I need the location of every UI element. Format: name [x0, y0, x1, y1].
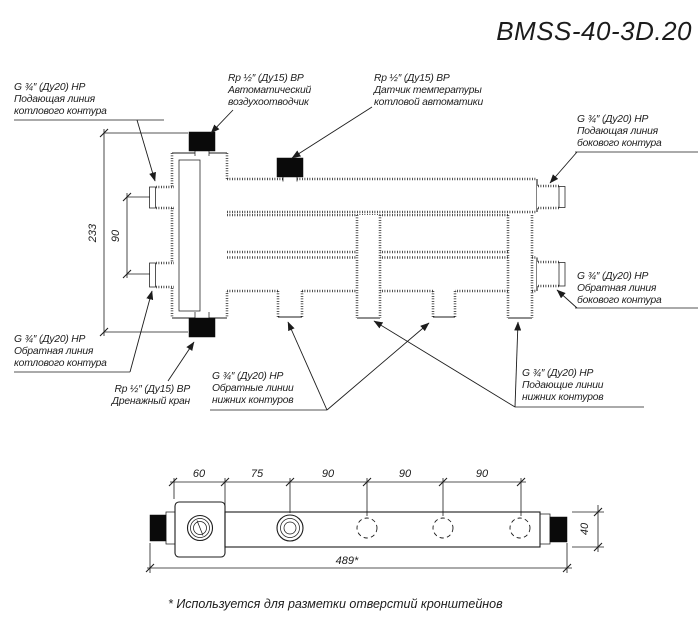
end-stub-right	[539, 513, 568, 545]
dim-segment-5: 90	[476, 468, 489, 480]
leader-drain	[167, 341, 195, 382]
label-boiler-return-line-3: котлового контура	[14, 358, 107, 369]
dim-segment-2: 75	[251, 468, 264, 480]
label-air-vent-line-1: Rp ½″ (Ду15) ВР	[228, 73, 304, 84]
label-air-vent-line-3: воздухоотводчик	[228, 97, 310, 108]
label-lower-supply-line-3: нижних контуров	[522, 392, 604, 403]
manifold-plan-bar	[224, 511, 541, 548]
dim-total-height-value: 233	[87, 223, 99, 243]
connector-1	[355, 215, 382, 319]
label-lower-supply-line-1: G ¾″ (Ду20) НР	[522, 368, 593, 379]
dim-segment-4: 90	[399, 468, 412, 480]
label-boiler-return: G ¾″ (Ду20) НР Обратная линия котлового …	[14, 334, 107, 369]
label-lower-supply: G ¾″ (Ду20) НР Подающие линии нижних кон…	[522, 368, 604, 403]
front-view: 233 90	[14, 73, 698, 411]
hole-circle-3	[509, 517, 531, 539]
port-circle-2	[276, 514, 304, 542]
leader-temp-sensor	[291, 106, 373, 159]
label-boiler-return-line-1: G ¾″ (Ду20) НР	[14, 334, 85, 345]
label-side-supply: G ¾″ (Ду20) НР Подающая линия бокового к…	[577, 114, 662, 149]
dimension-ticks	[168, 477, 526, 487]
bottom-stub-2	[431, 289, 457, 318]
label-lower-supply-line-2: Подающие линии	[522, 380, 604, 391]
label-air-vent-line-2: Автоматический	[227, 85, 311, 96]
label-lower-return-line-2: Обратные линии	[212, 382, 294, 394]
leader-lines	[14, 106, 698, 411]
leader-lower-supply-2	[514, 321, 522, 408]
label-side-supply-line-1: G ¾″ (Ду20) НР	[577, 114, 648, 125]
callout-labels: G ¾″ (Ду20) НР Подающая линия котлового …	[14, 73, 662, 407]
label-air-vent: Rp ½″ (Ду15) ВР Автоматический воздухоот…	[227, 73, 312, 108]
leader-air-vent	[210, 109, 234, 134]
dim-segment-1: 60	[193, 468, 206, 480]
bottom-stub-1	[276, 289, 304, 318]
separator-plan-block	[174, 501, 226, 558]
port-boiler-return	[149, 261, 174, 289]
label-side-return-line-2: Обратная линия	[577, 282, 657, 294]
dim-segments: 60 75 90 90 90	[168, 468, 526, 516]
label-drain-line-2: Дренажный кран	[111, 396, 191, 407]
label-side-return: G ¾″ (Ду20) НР Обратная линия бокового к…	[577, 271, 662, 306]
leader-side-return	[556, 289, 578, 309]
label-temp-sensor: Rp ½″ (Ду15) ВР Датчик температуры котло…	[373, 73, 484, 108]
hole-circle-1	[356, 517, 378, 539]
dim-port-spacing: 90	[110, 192, 150, 279]
connector-2	[506, 215, 534, 319]
label-temp-sensor-line-3: котловой автоматики	[374, 97, 483, 108]
label-temp-sensor-line-1: Rp ½″ (Ду15) ВР	[374, 73, 450, 84]
label-side-supply-line-2: Подающая линия	[577, 126, 659, 137]
label-boiler-supply: G ¾″ (Ду20) НР Подающая линия котлового …	[14, 82, 107, 117]
label-temp-sensor-line-2: Датчик температуры	[373, 85, 482, 96]
label-boiler-supply-line-2: Подающая линия	[14, 94, 96, 105]
leader-boiler-return	[129, 290, 154, 373]
end-stub-left	[149, 511, 176, 545]
label-side-return-line-3: бокового контура	[577, 294, 662, 306]
label-lower-return-line-1: G ¾″ (Ду20) НР	[212, 371, 283, 382]
label-side-supply-line-3: бокового контура	[577, 137, 662, 149]
leader-lower-return-1	[287, 321, 328, 411]
label-drain: Rp ½″ (Ду15) ВР Дренажный кран	[111, 384, 191, 407]
port-boiler-supply	[149, 185, 174, 210]
fitting-temp-sensor	[276, 157, 304, 182]
label-drain-line-1: Rp ½″ (Ду15) ВР	[114, 384, 190, 395]
label-lower-return-line-3: нижних контуров	[212, 395, 294, 406]
label-boiler-return-line-2: Обратная линия	[14, 345, 94, 357]
leader-lower-return-2	[326, 322, 430, 411]
dim-port-spacing-value: 90	[110, 229, 122, 242]
dim-total-length-value: 489*	[336, 555, 359, 567]
dim-segment-3: 90	[322, 468, 335, 480]
dim-barrel-height-value: 40	[579, 522, 591, 535]
dim-total-length: 489*	[145, 543, 572, 573]
leader-side-supply	[549, 151, 578, 184]
fitting-air-vent	[188, 131, 216, 156]
leader-boiler-supply	[136, 119, 156, 182]
port-circle-separator	[186, 514, 214, 542]
label-lower-return: G ¾″ (Ду20) НР Обратные линии нижних кон…	[212, 371, 294, 406]
separator-inner-bore	[178, 159, 201, 312]
upper-manifold-bar	[225, 177, 538, 214]
leader-lower-supply-1	[373, 320, 516, 408]
dim-total-height: 233	[87, 128, 188, 337]
footnote-text: * Используется для разметки отверстий кр…	[168, 597, 503, 611]
label-boiler-supply-line-3: котлового контура	[14, 106, 107, 117]
dim-barrel-height: 40	[572, 505, 604, 552]
port-side-return	[537, 260, 566, 288]
label-boiler-supply-line-1: G ¾″ (Ду20) НР	[14, 82, 85, 93]
fitting-drain	[188, 312, 216, 338]
separator-body	[170, 152, 229, 319]
drawing-title: BMSS-40-3D.20	[496, 16, 692, 46]
hole-circle-2	[432, 517, 454, 539]
label-side-return-line-1: G ¾″ (Ду20) НР	[577, 271, 648, 282]
plan-view: 60 75 90 90 90 489* 40	[145, 468, 604, 573]
port-side-supply	[537, 184, 566, 210]
